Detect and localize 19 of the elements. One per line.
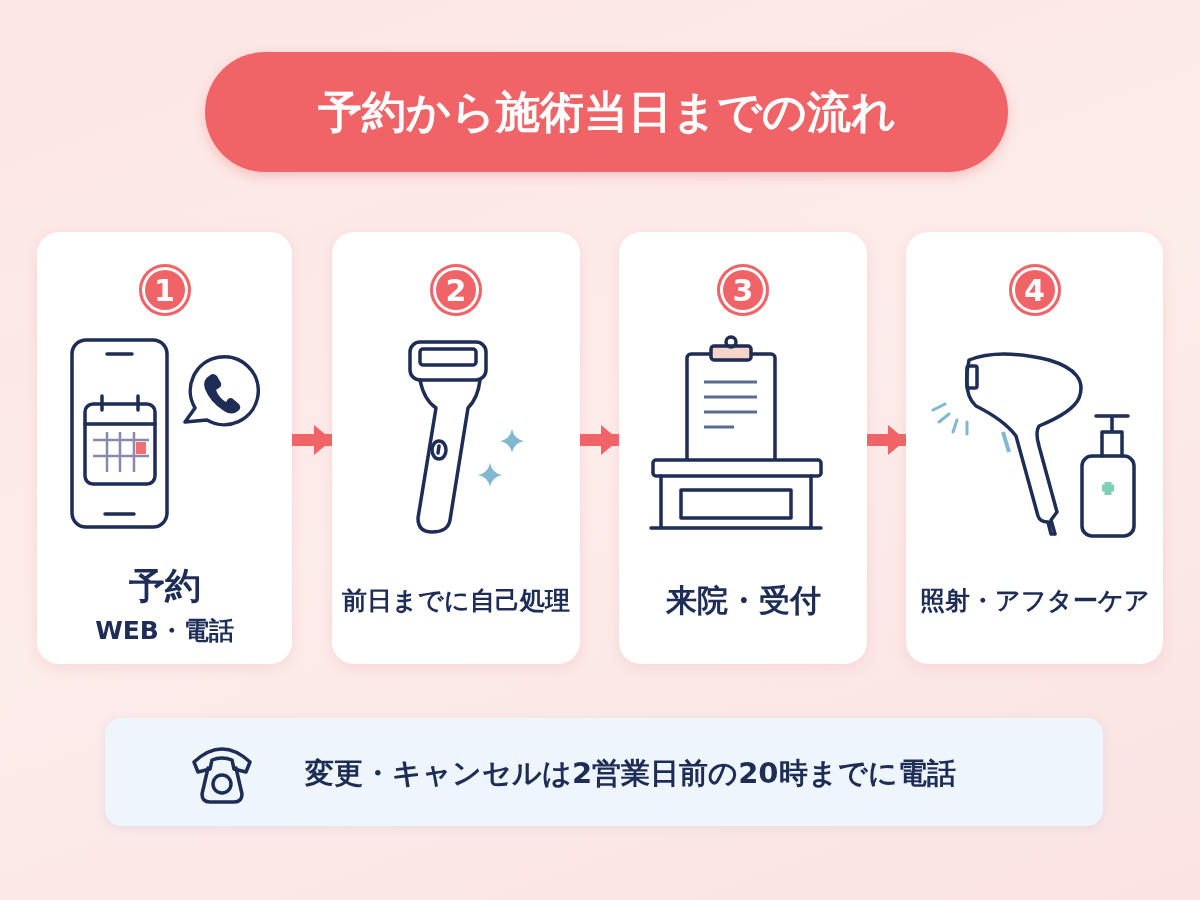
arrow: [867, 425, 906, 455]
step-number: 4: [1008, 264, 1061, 316]
step-number: 2: [430, 264, 482, 316]
step-title: 前日までに自己処理: [341, 585, 571, 617]
step-number: 1: [138, 264, 191, 316]
notice-text: 変更・キャンセルは2営業日前の20時までに電話: [305, 755, 956, 792]
step-number: 3: [717, 264, 769, 316]
notice-panel: [105, 718, 1103, 826]
step-card: [332, 232, 580, 664]
title-banner: 予約から施術当日までの流れ: [205, 52, 1008, 172]
arrow: [292, 425, 332, 455]
arrow: [580, 425, 619, 455]
step-card: [37, 232, 292, 664]
step-card: [906, 232, 1163, 664]
step-title: 照射・アフターケア: [918, 585, 1151, 617]
step-title: 来院・受付: [664, 581, 822, 620]
step-subtitle: WEB・電話: [94, 615, 235, 647]
step-title: 予約: [127, 564, 202, 608]
step-card: [619, 232, 867, 664]
